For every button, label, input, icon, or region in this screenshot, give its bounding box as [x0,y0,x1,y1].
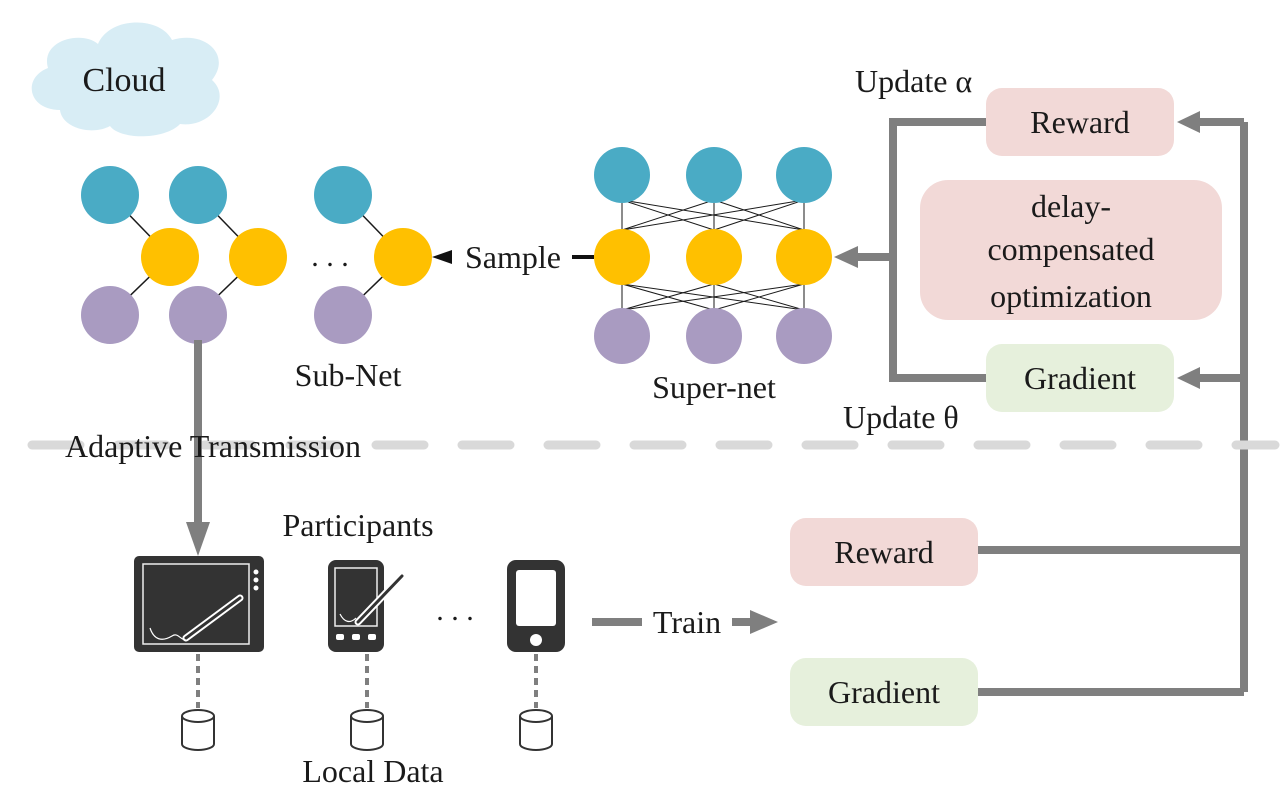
subnet1-yellow-node-b [229,228,287,286]
gradient-upload-arrowhead [1177,367,1200,389]
train-arrowhead [750,610,778,634]
subnet1-purple-node-a [81,286,139,344]
supernet-purple-node-2 [686,308,742,364]
subnet1-purple-node-b [169,286,227,344]
participant-reward-label: Reward [834,534,934,570]
subnet1-blue-node-a [81,166,139,224]
update-alpha-label: Update α [855,63,972,99]
supernet-purple-node-3 [776,308,832,364]
update-loop-line [889,118,986,382]
subnet2-blue-node [314,166,372,224]
super-net-label: Super-net [652,369,776,405]
supernet-yellow-node-2 [686,229,742,285]
participant-gradient-box [790,658,978,726]
optimization-line-2: compensated [987,231,1154,267]
supernet-blue-node-3 [776,147,832,203]
sample-label: Sample [465,239,561,275]
tablet-pen-icon [134,556,264,652]
optimization-line-1: delay- [1031,188,1111,224]
participant-gradient-label: Gradient [828,674,940,710]
optimization-line-3: optimization [990,278,1152,314]
cloud-reward-box [986,88,1174,156]
cloud-label: Cloud [82,62,165,99]
cloud-icon [31,22,220,137]
database-icon [350,709,384,751]
pda-pen-icon [328,560,406,652]
update-theta-label: Update θ [843,399,959,435]
local-data-label: Local Data [302,753,443,789]
subnet2-purple-node [314,286,372,344]
adaptive-transmission-label: Adaptive Transmission [65,428,361,464]
cloud-gradient-label: Gradient [1024,360,1136,396]
reward-upload-arrowhead [1177,111,1200,133]
supernet-purple-node-1 [594,308,650,364]
adaptive-transmission-arrowhead [186,522,210,556]
database-icon [519,709,553,751]
smartphone-icon [507,560,565,652]
supernet-yellow-node-1 [594,229,650,285]
sub-net-label: Sub-Net [295,357,402,393]
supernet-blue-node-2 [686,147,742,203]
database-icon [181,709,215,751]
subnet2-yellow-node [374,228,432,286]
cloud-gradient-box [986,344,1174,412]
subnet-ellipsis: . . . [311,240,349,273]
subnet1-yellow-node-a [141,228,199,286]
subnet1-blue-node-b [169,166,227,224]
supernet-blue-node-1 [594,147,650,203]
delay-compensated-optimization-box [920,180,1222,320]
super-net-connections [621,199,805,311]
train-label: Train [653,604,721,640]
sample-arrowhead [432,250,452,264]
participant-reward-box [790,518,978,586]
update-arrowhead [834,246,858,268]
participants-label: Participants [282,507,433,543]
participants-ellipsis: . . . [436,594,474,627]
supernet-yellow-node-3 [776,229,832,285]
cloud-reward-label: Reward [1030,104,1130,140]
